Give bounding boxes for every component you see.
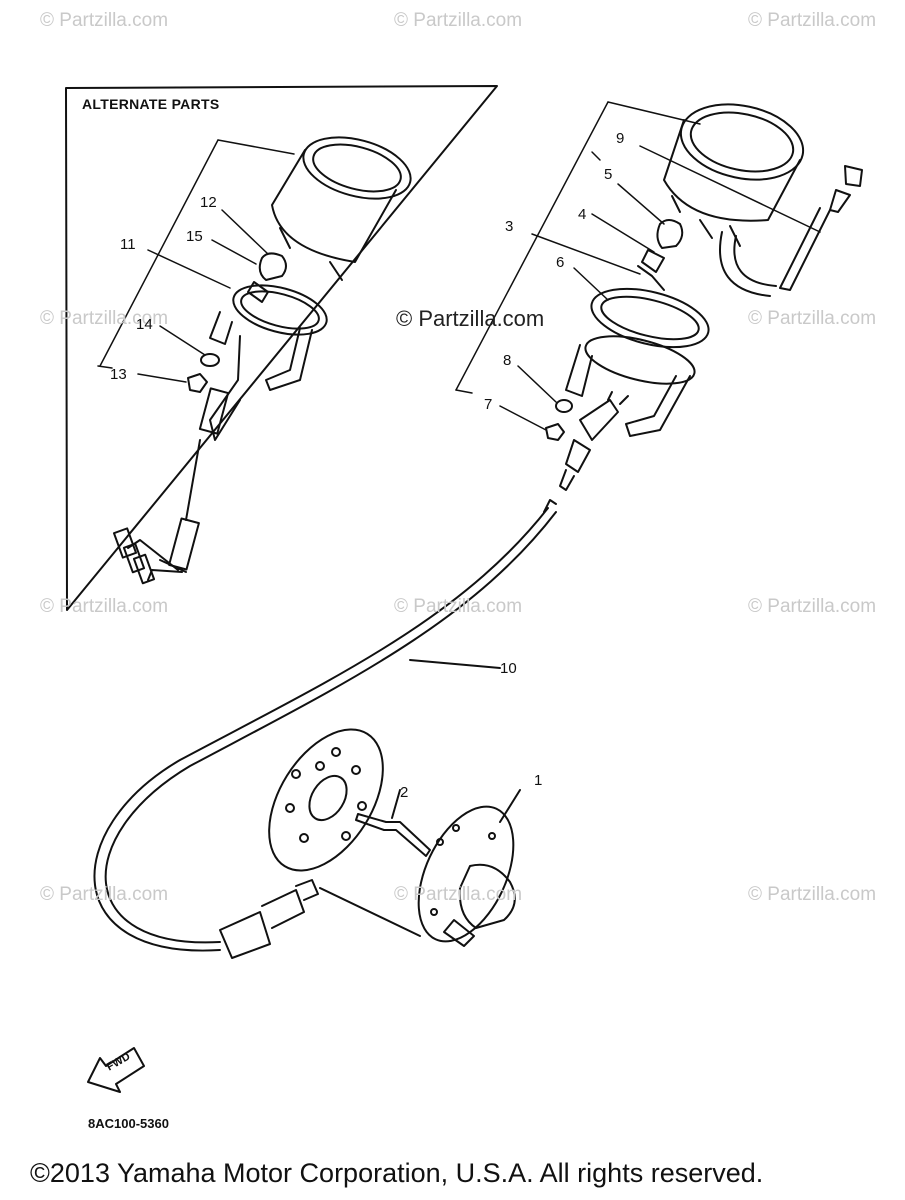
main-ring (565, 287, 710, 437)
callout-1: 1 (534, 772, 543, 789)
fwd-arrow-icon (87, 1047, 145, 1093)
watermark: © Partzilla.com (748, 596, 877, 617)
watermark: © Partzilla.com (40, 884, 169, 905)
speedo-connector (779, 165, 863, 291)
callout-8: 8 (503, 352, 512, 369)
callout-7: 7 (484, 396, 493, 413)
watermark: © Partzilla.com (394, 10, 523, 31)
callout-10: 10 (500, 660, 517, 677)
watermark: © Partzilla.com (394, 884, 523, 905)
alternate-parts-frame (65, 85, 498, 611)
shaft (355, 789, 431, 857)
callout-15: 15 (186, 228, 203, 245)
main-socket (559, 391, 629, 491)
copyright-notice: ©2013 Yamaha Motor Corporation, U.S.A. A… (30, 1158, 764, 1188)
watermark: © Partzilla.com (40, 308, 169, 329)
callout-2: 2 (400, 784, 409, 801)
watermark: © Partzilla.com (748, 884, 877, 905)
callout-12: 12 (200, 194, 217, 211)
alt-ring (209, 284, 328, 391)
callout-5: 5 (604, 166, 613, 183)
watermark: © Partzilla.com (748, 308, 877, 329)
callout-4: 4 (578, 206, 587, 223)
main-nuts (545, 399, 573, 441)
alt-wires (112, 335, 241, 585)
speedometer-cable (93, 499, 557, 952)
alt-bulb (247, 252, 287, 303)
gear-unit (417, 789, 521, 947)
watermark: © Partzilla.com (40, 596, 169, 617)
watermark: © Partzilla.com (40, 10, 169, 31)
watermark: © Partzilla.com (748, 10, 877, 31)
callout-11: 11 (120, 236, 136, 253)
alternate-parts-title: ALTERNATE PARTS (82, 96, 220, 112)
disc-plate (268, 728, 384, 872)
callout-13: 13 (110, 366, 127, 383)
diagram-code: 8AC100-5360 (88, 1116, 169, 1131)
cable-end (219, 879, 421, 959)
callout-6: 6 (556, 254, 565, 271)
callout-14: 14 (136, 316, 153, 333)
main-bulb (637, 219, 684, 291)
alt-leaders (97, 139, 295, 383)
alt-meter (271, 136, 412, 281)
callout-9: 9 (616, 130, 625, 147)
alt-nuts (187, 353, 220, 393)
watermark-center: © Partzilla.com (396, 306, 545, 331)
main-meter (663, 103, 805, 297)
watermark: © Partzilla.com (394, 596, 523, 617)
callout-3: 3 (505, 218, 514, 235)
main-leaders (455, 101, 821, 431)
